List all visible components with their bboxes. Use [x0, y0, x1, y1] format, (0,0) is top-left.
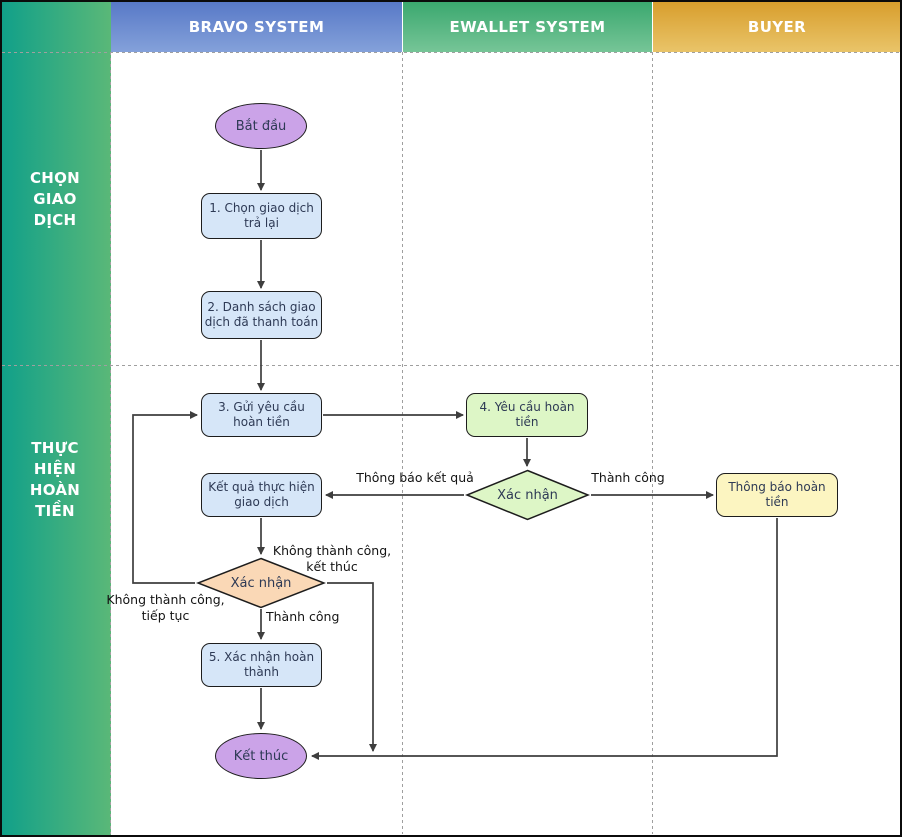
- node-label: Thông báo hoàn tiền: [728, 480, 826, 509]
- lane-header-buyer: BUYER: [653, 2, 901, 52]
- node-label: Xác nhận: [230, 575, 292, 591]
- flow-arrows: [132, 150, 778, 760]
- sidebar-lane-background: [2, 2, 111, 835]
- row-label-thuc-hien-hoan-tien: THỰC HIỆN HOÀN TIỀN: [29, 439, 81, 520]
- node-end: Kết thúc: [215, 733, 307, 779]
- lane-header-label: BUYER: [747, 18, 807, 36]
- edge-label-fail-end: Không thành công, kết thúc: [272, 543, 392, 574]
- node-label: Xác nhận: [497, 487, 558, 503]
- node-step2: 2. Danh sách giao dịch đã thanh toán: [201, 291, 322, 339]
- node-decision2: Xác nhận: [196, 557, 326, 609]
- node-step1: 1. Chọn giao dịch trả lại: [201, 193, 322, 239]
- node-decision1: Xác nhận: [465, 469, 590, 521]
- edge-label-success-1: Thành công: [591, 470, 665, 485]
- edge-label-notify-result: Thông báo kết quả: [356, 470, 474, 485]
- node-start: Bắt đầu: [215, 103, 307, 149]
- node-label: Kết quả thực hiện giao dịch: [208, 480, 315, 509]
- diamond-shape: [196, 557, 326, 609]
- row-label-chon-giao-dich: CHỌN GIAO DỊCH: [29, 169, 81, 229]
- lane-header-ewallet-system: EWALLET SYSTEM: [403, 2, 652, 52]
- node-step3: 3. Gửi yêu cầu hoàn tiền: [201, 393, 322, 437]
- node-label: 1. Chọn giao dịch trả lại: [209, 201, 314, 230]
- node-step5: 5. Xác nhận hoàn thành: [201, 643, 322, 687]
- node-label: 4. Yêu cầu hoàn tiền: [479, 400, 575, 429]
- edge-label-success-2: Thành công: [266, 609, 340, 624]
- node-label: Bắt đầu: [235, 118, 287, 134]
- lane-dividers: [2, 52, 900, 834]
- node-label: 5. Xác nhận hoàn thành: [208, 650, 315, 679]
- edge-label-fail-retry: Không thành công, tiếp tục: [106, 592, 225, 623]
- node-label: 3. Gửi yêu cầu hoàn tiền: [218, 400, 305, 429]
- lane-header-bravo-system: BRAVO SYSTEM: [111, 2, 402, 52]
- lane-header-label: BRAVO SYSTEM: [188, 18, 325, 36]
- lane-header-label: EWALLET SYSTEM: [449, 18, 606, 36]
- node-step4: 4. Yêu cầu hoàn tiền: [466, 393, 588, 437]
- node-label: 2. Danh sách giao dịch đã thanh toán: [204, 300, 319, 329]
- node-notify-buyer: Thông báo hoàn tiền: [716, 473, 838, 517]
- node-label: Kết thúc: [233, 748, 289, 764]
- diamond-shape: [465, 469, 590, 521]
- node-result: Kết quả thực hiện giao dịch: [201, 473, 322, 517]
